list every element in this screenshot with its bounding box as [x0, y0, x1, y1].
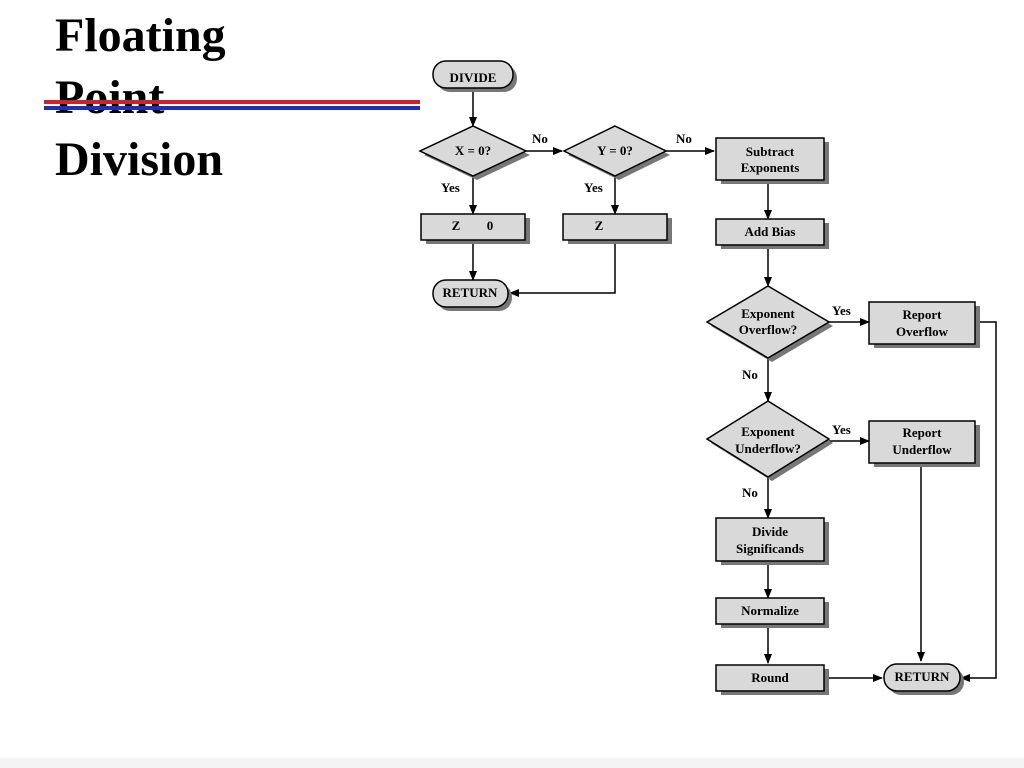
subtract-exponents-box: Subtract Exponents — [715, 137, 829, 184]
svg-text:Normalize: Normalize — [741, 603, 799, 618]
svg-text:DIVIDE: DIVIDE — [450, 70, 497, 85]
label-underflow-yes: Yes — [832, 422, 851, 437]
report-overflow-box: Report Overflow — [868, 301, 980, 348]
exponent-overflow-decision: Exponent Overflow? — [705, 285, 833, 362]
title-rule-blue — [44, 106, 420, 110]
label-x-no: No — [532, 131, 548, 146]
title-line-1: Floating — [55, 9, 226, 62]
svg-text:Z: Z — [595, 218, 604, 233]
connectors — [469, 90, 997, 682]
title-line-3: Division — [55, 133, 224, 186]
svg-text:Z: Z — [452, 218, 461, 233]
svg-text:X = 0?: X = 0? — [455, 143, 491, 158]
label-x-yes: Yes — [441, 180, 460, 195]
z-zero-box: Z 0 — [420, 213, 530, 244]
svg-text:Subtract: Subtract — [746, 144, 795, 159]
label-overflow-no: No — [742, 367, 758, 382]
svg-text:RETURN: RETURN — [895, 669, 951, 684]
svg-text:Underflow?: Underflow? — [735, 441, 801, 456]
svg-text:Exponent: Exponent — [741, 306, 795, 321]
svg-text:Round: Round — [751, 670, 789, 685]
return-right-node: RETURN — [883, 663, 964, 695]
title-rule-red — [44, 100, 420, 104]
z-box: Z — [562, 213, 672, 244]
svg-text:Add Bias: Add Bias — [745, 224, 796, 239]
report-underflow-box: Report Underflow — [868, 420, 980, 467]
svg-text:Report: Report — [903, 307, 943, 322]
svg-text:Report: Report — [903, 425, 943, 440]
label-y-no: No — [676, 131, 692, 146]
round-box: Round — [715, 664, 829, 695]
svg-text:Exponents: Exponents — [741, 160, 800, 175]
label-overflow-yes: Yes — [832, 303, 851, 318]
normalize-box: Normalize — [715, 597, 829, 628]
label-underflow-no: No — [742, 485, 758, 500]
start-node: DIVIDE — [432, 60, 517, 92]
svg-text:Y = 0?: Y = 0? — [597, 143, 633, 158]
edge-z-to-return — [509, 240, 616, 297]
svg-text:0: 0 — [487, 218, 494, 233]
bottom-band — [0, 758, 1024, 768]
x-zero-decision: X = 0? — [418, 125, 530, 180]
svg-text:Exponent: Exponent — [741, 424, 795, 439]
divide-significands-box: Divide Significands — [715, 517, 829, 565]
edge-overflow-to-return — [960, 321, 997, 682]
svg-text:Overflow: Overflow — [896, 324, 949, 339]
svg-text:Underflow: Underflow — [892, 442, 952, 457]
label-y-yes: Yes — [584, 180, 603, 195]
svg-text:Divide: Divide — [752, 524, 788, 539]
return-left-node: RETURN — [432, 279, 512, 311]
svg-text:Significands: Significands — [736, 541, 804, 556]
y-zero-decision: Y = 0? — [562, 125, 670, 180]
add-bias-box: Add Bias — [715, 218, 829, 249]
title-line-2: Point — [55, 71, 165, 124]
svg-text:RETURN: RETURN — [443, 285, 499, 300]
svg-text:Overflow?: Overflow? — [739, 322, 797, 337]
exponent-underflow-decision: Exponent Underflow? — [705, 400, 833, 481]
